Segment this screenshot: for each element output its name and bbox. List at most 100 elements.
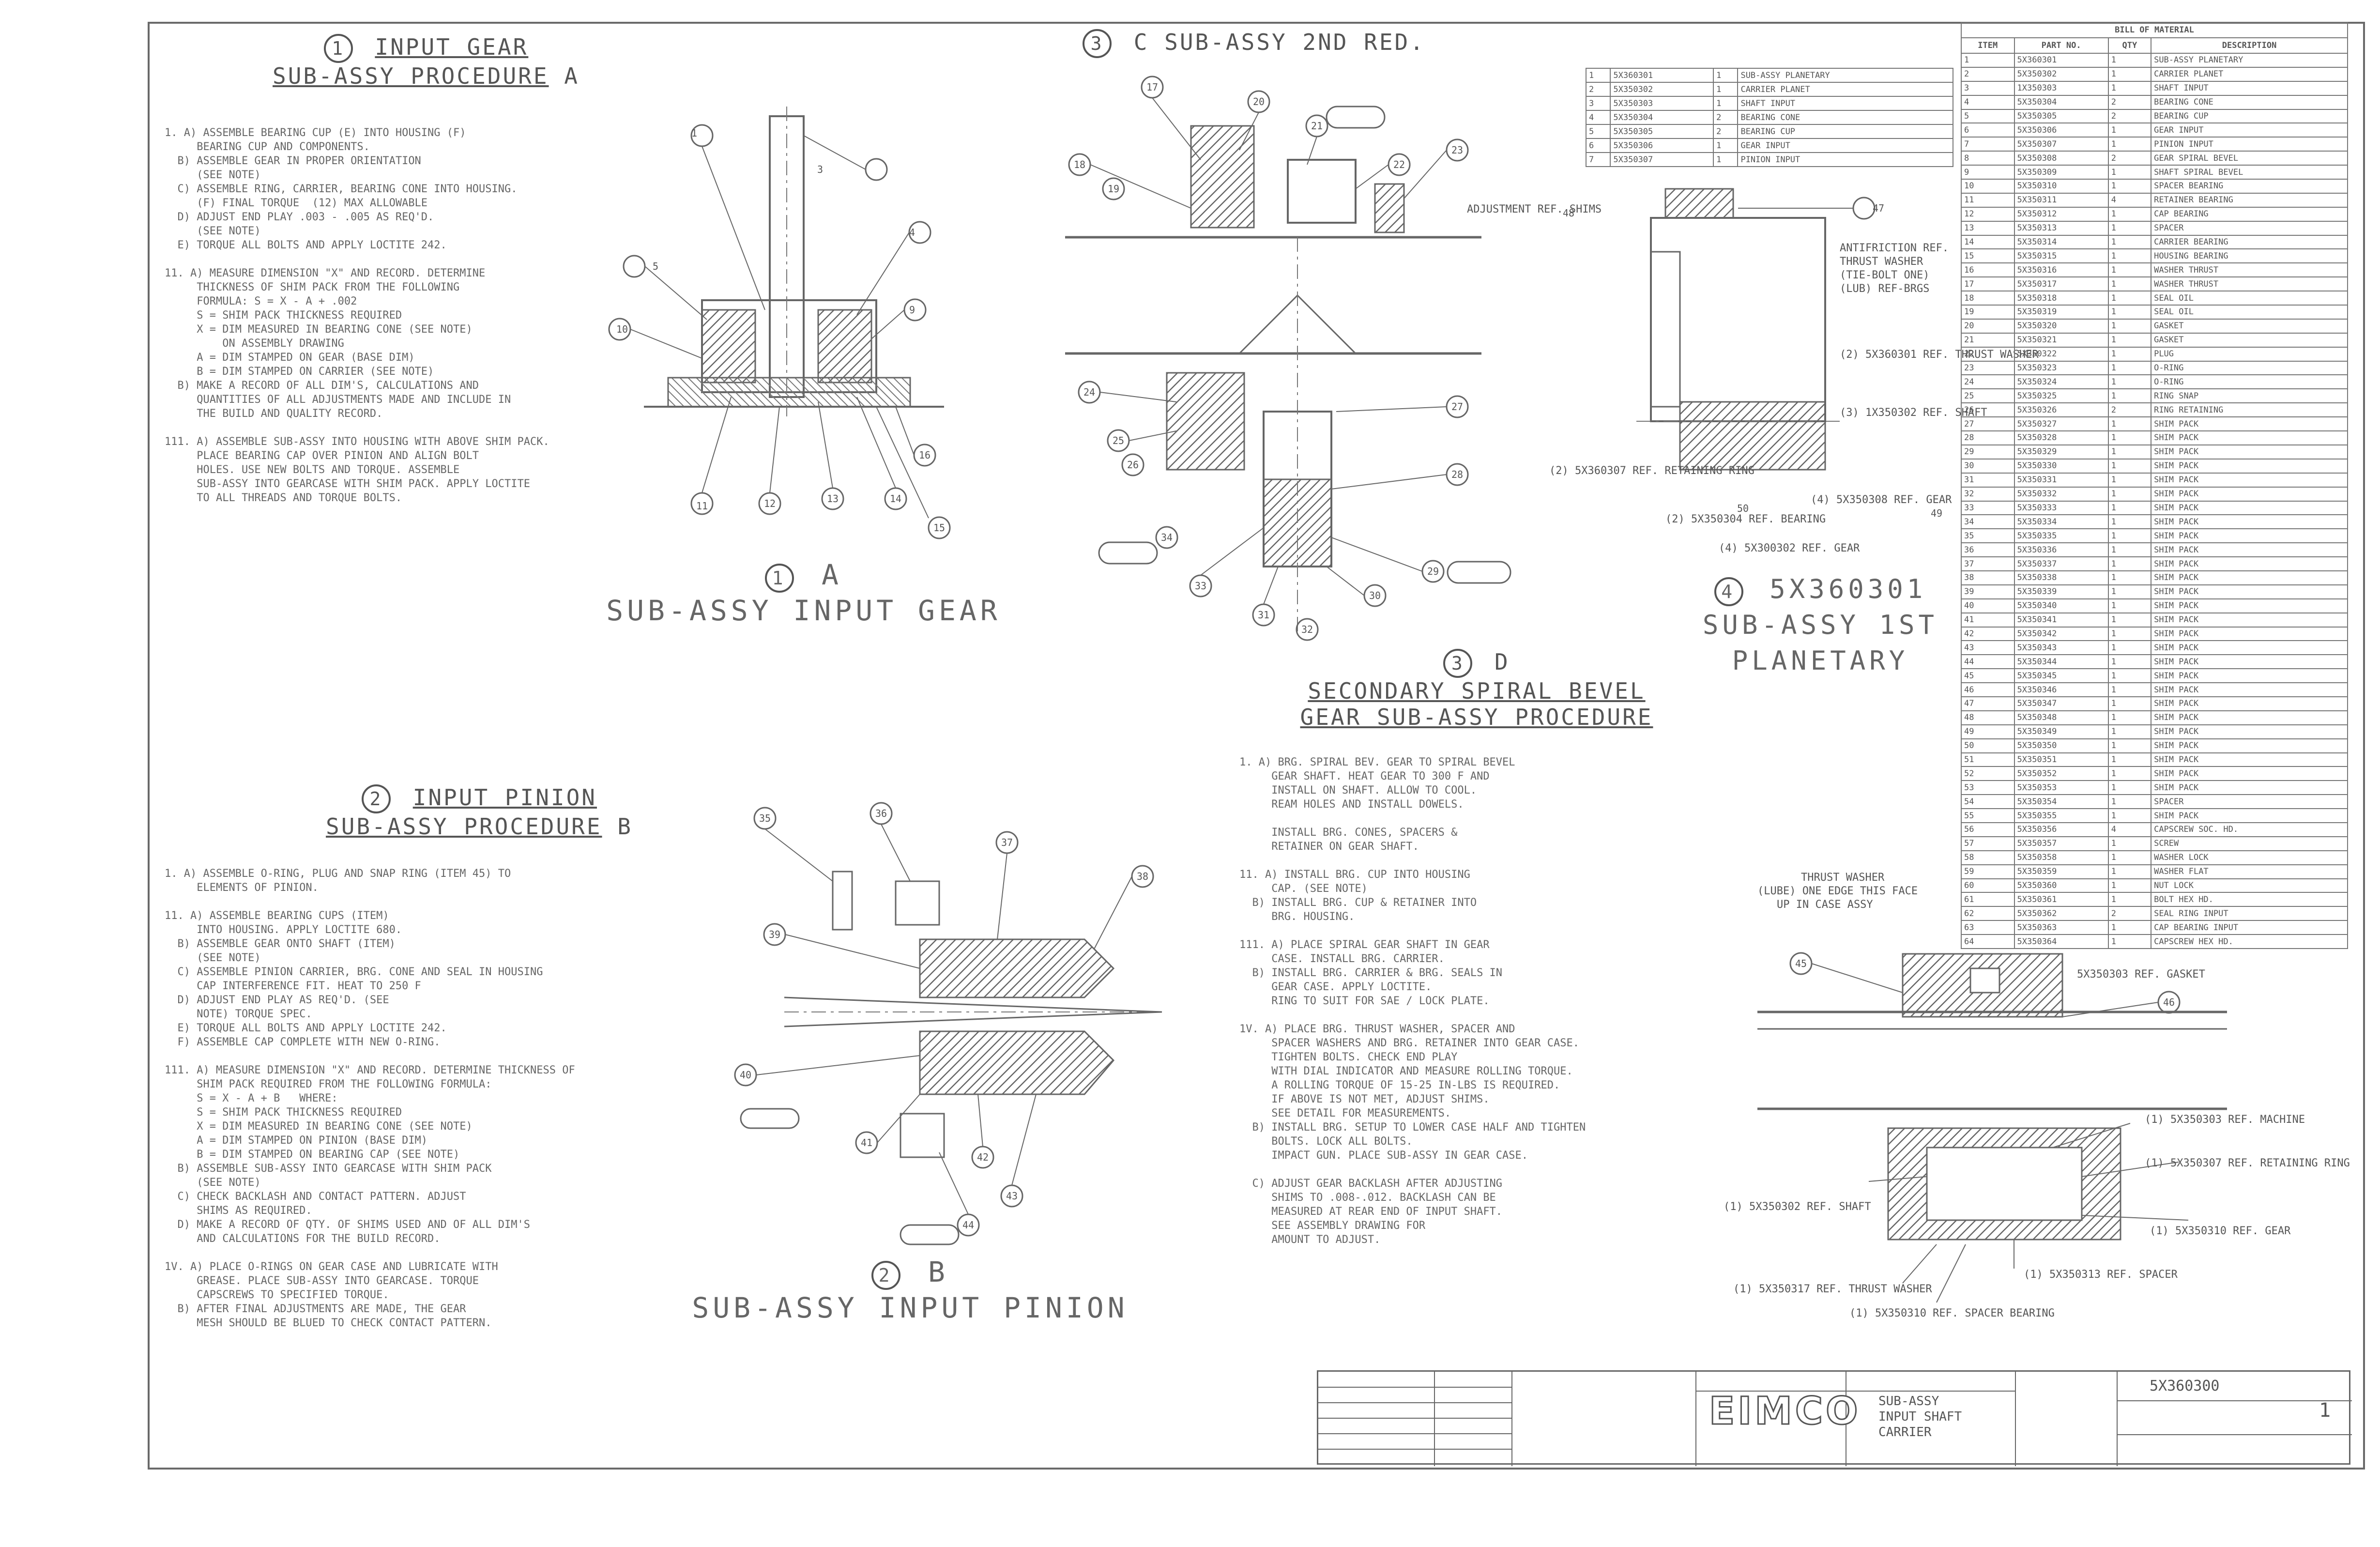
bom-part-no: 5X350330 [2014, 458, 2109, 474]
bom-part-no: 5X350312 [2014, 206, 2109, 222]
caption-number: 1 [765, 564, 794, 593]
drawing-border [148, 22, 2365, 1470]
bom-description: SHIM PACK [2151, 598, 2348, 613]
v4-label-gear: (4) 5X300302 REF. GEAR [1719, 542, 1860, 554]
bom-description: SPACER BEARING [2151, 179, 2348, 194]
balloon-callout: 20 [1253, 96, 1265, 107]
bom-part-no: 5X350318 [2014, 291, 2109, 306]
bom-description: O-RING [2151, 374, 2348, 390]
bom-part-no: 5X350304 [2014, 94, 2109, 110]
bom-qty: 1 [2107, 598, 2152, 613]
bom-description: GEAR INPUT [2151, 123, 2348, 138]
bom-item: 31 [1961, 472, 2015, 488]
bom-part-no: 5X350322 [2014, 346, 2109, 362]
bom-item: 30 [1961, 458, 2015, 474]
view-input-gear-caption: 1 A SUB-ASSY INPUT GEAR [606, 558, 1001, 627]
bom-qty: 1 [2107, 444, 2152, 460]
caption-number: 2 [871, 1261, 901, 1290]
balloon-callout: 48 [1563, 207, 1575, 219]
bom-qty: 1 [2107, 360, 2152, 376]
bom-qty: 1 [2107, 472, 2152, 488]
bom-qty: 1 [2107, 179, 2152, 194]
bom-part-no: 5X350321 [2014, 332, 2109, 348]
bom-item: 4 [1961, 94, 2015, 110]
bom-description: WASHER THRUST [2151, 262, 2348, 278]
bom-qty: 2 [2107, 402, 2152, 418]
bom-description: PLUG [2151, 346, 2348, 362]
bom-part-no: 5X350354 [2014, 794, 2109, 810]
upper-part-no: 5X350304 [1610, 110, 1714, 125]
bom-item: 27 [1961, 416, 2015, 432]
bom-part-no: 5X350335 [2014, 528, 2109, 544]
bom-part-no: 5X350332 [2014, 486, 2109, 502]
bom-qty: 1 [2107, 458, 2152, 474]
bom-part-no: 5X350317 [2014, 276, 2109, 292]
bom-item: 37 [1961, 556, 2015, 571]
bom-description: SHIM PACK [2151, 584, 2348, 599]
bom-qty: 1 [2107, 305, 2152, 320]
balloon-callout: 50 [1737, 503, 1749, 514]
bom-part-no: 5X350316 [2014, 262, 2109, 278]
bom-part-no: 5X350357 [2014, 836, 2109, 851]
bom-description: SHIM PACK [2151, 626, 2348, 642]
bom-description: SHIM PACK [2151, 416, 2348, 432]
balloon-callout: 45 [1795, 958, 1807, 969]
bom-qty: 1 [2107, 556, 2152, 571]
sheet-number: 1 [2319, 1399, 2331, 1422]
view-input-gear-title: 1 INPUT GEAR SUB-ASSY PROCEDURE A [273, 34, 580, 89]
bom-description: SHIM PACK [2151, 556, 2348, 571]
v6-label-bearing: (1) 5X350310 REF. SPACER BEARING [1849, 1307, 2055, 1319]
balloon-callout: 13 [827, 493, 839, 505]
bill-of-material-table: BILL OF MATERIAL ITEM PART NO. QTY DESCR… [1961, 22, 2348, 949]
bom-part-no: 5X350343 [2014, 640, 2109, 656]
bom-part-no: 5X350361 [2014, 892, 2109, 907]
bom-item: 11 [1961, 192, 2015, 208]
bom-description: BEARING CONE [2151, 94, 2348, 110]
v6-label-case: UP IN CASE ASSY [1777, 899, 1873, 911]
upper-part-no: 5X350302 [1610, 82, 1714, 97]
bom-qty: 2 [2107, 94, 2152, 110]
bom-qty: 1 [2107, 934, 2152, 949]
bom-item: 3 [1961, 80, 2015, 96]
bom-description: SHIM PACK [2151, 528, 2348, 544]
bom-part-no: 5X350356 [2014, 822, 2109, 837]
balloon-callout: 30 [1369, 590, 1381, 601]
bom-item: 56 [1961, 822, 2015, 837]
bom-item: 34 [1961, 514, 2015, 530]
bom-part-no: 5X350329 [2014, 444, 2109, 460]
bom-description: WASHER LOCK [2151, 850, 2348, 865]
bom-item: 35 [1961, 528, 2015, 544]
v4-label-washer: THRUST WASHER [1840, 256, 1923, 268]
balloon-callout: 17 [1146, 81, 1159, 93]
bom-description: CAPSCREW HEX HD. [2151, 934, 2348, 949]
bom-item: 23 [1961, 360, 2015, 376]
bom-part-no: 5X350331 [2014, 472, 2109, 488]
bom-part-no: 5X350327 [2014, 416, 2109, 432]
bom-part-no: 5X350342 [2014, 626, 2109, 642]
upper-qty: 1 [1713, 138, 1739, 153]
bom-item: 5 [1961, 108, 2015, 124]
bom-qty: 1 [2107, 570, 2152, 585]
bom-description: SHIM PACK [2151, 472, 2348, 488]
v4-label-gear2: (4) 5X350308 REF. GEAR [1811, 494, 1952, 506]
bom-description: SHIM PACK [2151, 640, 2348, 656]
bom-qty: 1 [2107, 836, 2152, 851]
bom-item: 48 [1961, 710, 2015, 725]
bom-part-no: 5X350351 [2014, 752, 2109, 767]
bom-description: SHIM PACK [2151, 486, 2348, 502]
